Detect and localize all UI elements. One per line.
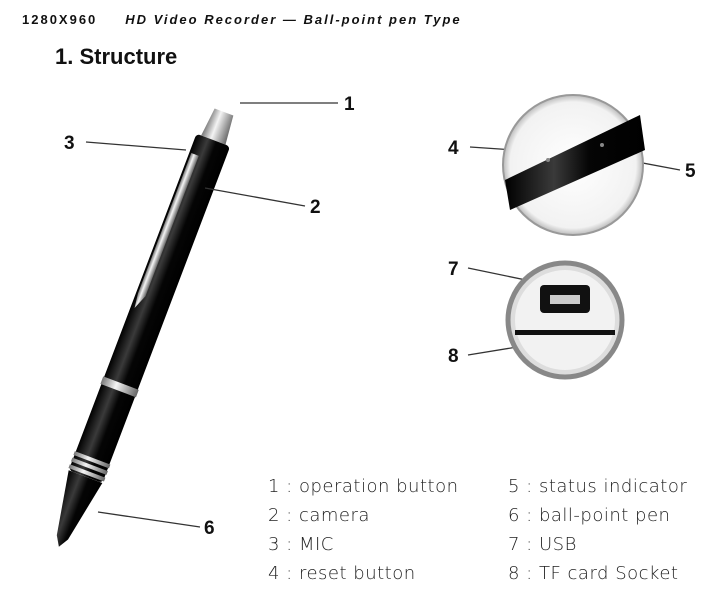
section-title: 1. Structure: [55, 44, 178, 69]
page-header: 1280X960 HD Video Recorder — Ball-point p…: [22, 12, 462, 27]
callout-7: 7: [448, 259, 459, 280]
detail-circle-body: [502, 94, 645, 236]
legend-item: 1 : operation button: [268, 476, 459, 497]
legend-item: 5 : status indicator: [508, 476, 688, 497]
callout-4: 4: [448, 138, 459, 159]
legend-item: 4 : reset button: [268, 563, 416, 584]
legend-item: 3 : MIC: [268, 534, 334, 555]
callout-6: 6: [204, 518, 215, 539]
pen-body: [69, 134, 230, 482]
product-title: HD Video Recorder — Ball-point pen Type: [125, 12, 462, 27]
legend-item: 7 : USB: [508, 534, 577, 555]
legend-item: 2 : camera: [268, 505, 370, 526]
pen-cap-top: [201, 108, 234, 145]
callout-5: 5: [685, 161, 696, 182]
tf-card-slot: [515, 330, 615, 335]
callout-2: 2: [310, 197, 321, 218]
callout-3: 3: [64, 133, 75, 154]
pen-tip: [56, 470, 103, 547]
legend-item: 8 : TF card Socket: [508, 563, 679, 584]
resolution-label: 1280X960: [22, 12, 98, 27]
legend-item: 6 : ball-point pen: [508, 505, 671, 526]
pen-ring: [100, 376, 139, 398]
pen-clip: [134, 153, 199, 309]
pen-illustration: [56, 108, 234, 547]
callout-8: 8: [448, 346, 459, 367]
callout-1: 1: [344, 94, 355, 115]
detail-circle-usb: [505, 260, 625, 380]
